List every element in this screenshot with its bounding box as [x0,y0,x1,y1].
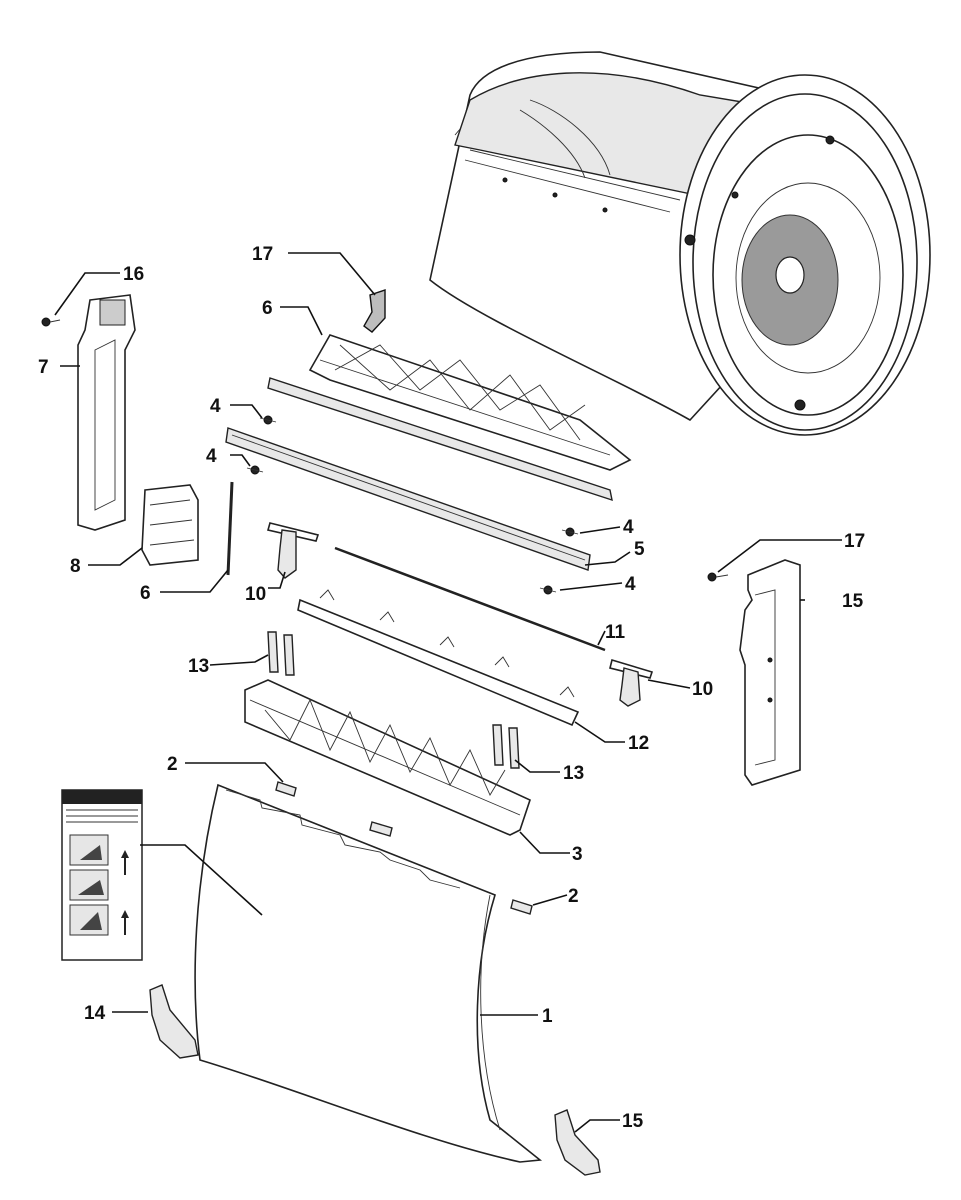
part-17-clip-right [554,1109,601,1176]
label-13-left: 13 [188,656,209,677]
part-14-right-bracket [739,559,801,786]
label-15-right: 17 [844,531,865,552]
part-6-upper-frame [267,334,632,502]
label-16: 17 [252,244,273,265]
label-6-upper: 6 [262,298,273,319]
label-4-c: 4 [623,517,634,538]
part-8-switch-block [141,484,199,566]
label-5: 5 [634,539,645,560]
leader-lines [54,252,842,1133]
screws-4 [246,415,579,595]
part-13-springs-left [267,631,295,676]
screws-15 [41,317,729,582]
part-10-hinge-left [266,522,320,579]
label-12: 12 [628,733,649,754]
part-2-pins [275,781,533,915]
part-labels: 17 16 6 7 4 4 4 5 8 4 6 10 17 15 11 13 1… [38,244,865,1132]
part-16-clip [363,289,386,333]
part-6-rod [226,481,234,576]
label-15-left: 16 [123,264,144,285]
warning-label-card [61,789,143,961]
label-11: 11 [605,622,626,643]
label-10-left: 10 [245,584,266,605]
label-4-a: 4 [210,396,221,417]
part-11-rod [334,546,606,652]
part-7-left-bracket [77,294,136,531]
label-10-right: 10 [692,679,713,700]
part-17-clip-left [149,984,199,1059]
part-5-rail [225,427,591,571]
part-12-hinge-bar [297,589,580,727]
label-17-right: 15 [622,1111,644,1132]
label-4-b: 4 [206,446,217,467]
label-3: 3 [572,844,583,865]
label-1: 1 [542,1006,553,1027]
part-13-springs-right [492,724,520,769]
label-17-left: 14 [84,1003,106,1024]
label-13-right: 13 [563,763,584,784]
label-2-bottom: 2 [568,886,579,907]
label-8: 8 [70,556,81,577]
label-6-rod: 6 [140,583,151,604]
part-3-lower-frame [244,679,531,836]
part-10-hinge-right [609,658,654,707]
label-4-d: 4 [625,574,636,595]
label-2-top: 2 [167,754,178,775]
part-1-door-panel [194,783,543,1163]
label-14: 15 [842,591,864,612]
label-7: 7 [38,357,49,378]
dryer-drum [429,51,931,436]
